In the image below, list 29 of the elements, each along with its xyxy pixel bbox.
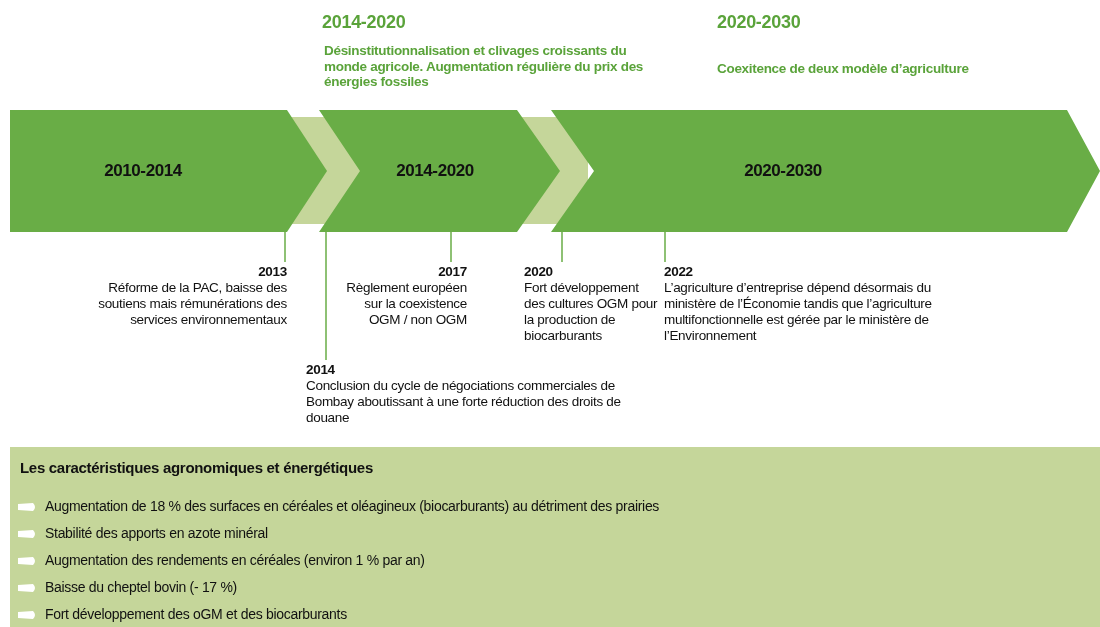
year-label: 2022	[664, 264, 694, 280]
leader-line	[284, 231, 286, 263]
leader-line	[450, 231, 452, 263]
bullet-text: Augmentation de 18 % des surfaces en céréales et oléagineux (biocarburants) au détriment des prairies	[45, 498, 660, 514]
period-description: Désinstitutionnalisation et clivages croissants du monde agricole. Augmentation régulière du prix des énergies fossiles	[324, 43, 645, 90]
year-label: 2014	[306, 362, 336, 378]
leader-line	[664, 231, 666, 263]
leader-line	[325, 231, 327, 361]
event-description: Réforme de la PAC, baisse des soutiens mais rémunérations des services environnementaux	[97, 280, 287, 328]
panel-heading: Les caractéristiques agronomiques et énergétiques	[20, 459, 373, 476]
year-label: 2017	[437, 264, 467, 280]
event-description: Règlement européen sur la coexistence OGM / non OGM	[345, 280, 467, 328]
period-label: 2014-2020	[396, 161, 474, 181]
year-label: 2013	[257, 264, 287, 280]
period-heading: 2014-2020	[322, 12, 407, 33]
leader-line	[561, 231, 563, 263]
bullet-text: Fort développement des oGM et des biocarburants	[45, 606, 347, 622]
event-description: L’agriculture d’entreprise dépend désormais du ministère de l’Économie tandis que l’agriculture multifonctionnelle est gérée par le ministère de l’Environnement	[664, 280, 933, 344]
period-label: 2010-2014	[104, 161, 182, 181]
event-description: Fort développement des cultures OGM pour la production de biocarburants	[524, 280, 658, 344]
bullet-text: Stabilité des apports en azote minéral	[45, 525, 268, 541]
bullet-text: Baisse du cheptel bovin (- 17 %)	[45, 579, 237, 595]
event-description: Conclusion du cycle de négociations commerciales de Bombay aboutissant à une forte réduction des droits de douane	[306, 378, 622, 426]
bullet-text: Augmentation des rendements en céréales (environ 1 % par an)	[45, 552, 425, 568]
period-label: 2020-2030	[744, 161, 822, 181]
period-heading: 2020-2030	[717, 12, 802, 33]
period-description: Coexitence de deux modèle d’agriculture	[717, 61, 970, 77]
year-label: 2020	[524, 264, 554, 280]
info-panel	[10, 447, 1100, 627]
